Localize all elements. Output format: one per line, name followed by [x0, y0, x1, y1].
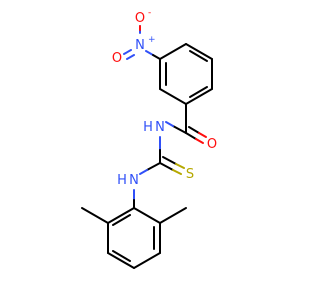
ring1-bond-2	[185, 43, 213, 60]
bond-c-o-1-o-half	[195, 138, 204, 144]
structure-canvas: N + O - O O H N	[81, 8, 218, 269]
bond-c-n2-n-half	[139, 169, 148, 175]
dimethylphenyl-ring	[81, 207, 187, 269]
ring2-bond-3	[133, 252, 161, 269]
bond-c-n	[172, 125, 187, 134]
bond-c-s-1-s-half	[172, 169, 182, 175]
ring2-bond-4-inner	[112, 250, 131, 262]
amide-group: O H N	[143, 103, 217, 152]
bond-c-n-n-half	[165, 121, 174, 127]
molecule-diagram: N + O - O O H N	[81, 8, 217, 269]
ring2-bond-6-inner	[112, 214, 131, 226]
ring1-bond-2-inner	[189, 50, 208, 62]
ring1-bond-4	[185, 88, 213, 105]
ring1-bond-1	[159, 43, 187, 60]
bond-c-s-2	[162, 156, 177, 165]
bond-n-ring	[145, 50, 154, 56]
bond-n-o-lower-2	[126, 54, 135, 60]
thiourea-group: S H N	[117, 136, 194, 209]
bond-c-o-2	[188, 126, 200, 134]
bond-c-o-2-o-half	[198, 132, 207, 138]
nitro-group: N + O - O	[112, 8, 161, 66]
nitro-oxygen-lower: O	[112, 51, 122, 66]
bond-n-o-lower-1	[123, 49, 132, 55]
bond-c-n2	[146, 162, 161, 171]
nitrophenyl-ring	[159, 43, 213, 105]
methyl-left	[81, 207, 109, 224]
nitro-oxygen-upper-charge: -	[148, 8, 151, 18]
thione-sulfur: S	[186, 167, 194, 182]
nitro-nitrogen-charge: +	[148, 35, 156, 45]
amide-nitrogen: N	[155, 120, 165, 135]
aryl-h: H	[117, 173, 127, 188]
bond-c-s-1	[159, 162, 174, 171]
ring2-bond-1	[133, 207, 161, 224]
ring2-bond-4	[107, 252, 135, 269]
methyl-right	[159, 207, 187, 224]
nitro-nitrogen: N	[135, 38, 145, 53]
bond-n-ring-c	[152, 54, 161, 60]
bond-c-o-1	[185, 132, 197, 140]
nitro-oxygen-upper: O	[135, 11, 145, 26]
aryl-nitrogen: N	[129, 173, 139, 188]
bond-c-s-2-s-half	[175, 163, 185, 169]
carbonyl-oxygen: O	[207, 137, 217, 152]
ring1-bond-4-inner	[189, 86, 208, 98]
ring2-bond-6	[107, 207, 135, 224]
ring1-bond-5	[159, 88, 187, 105]
amide-h: H	[143, 120, 153, 135]
